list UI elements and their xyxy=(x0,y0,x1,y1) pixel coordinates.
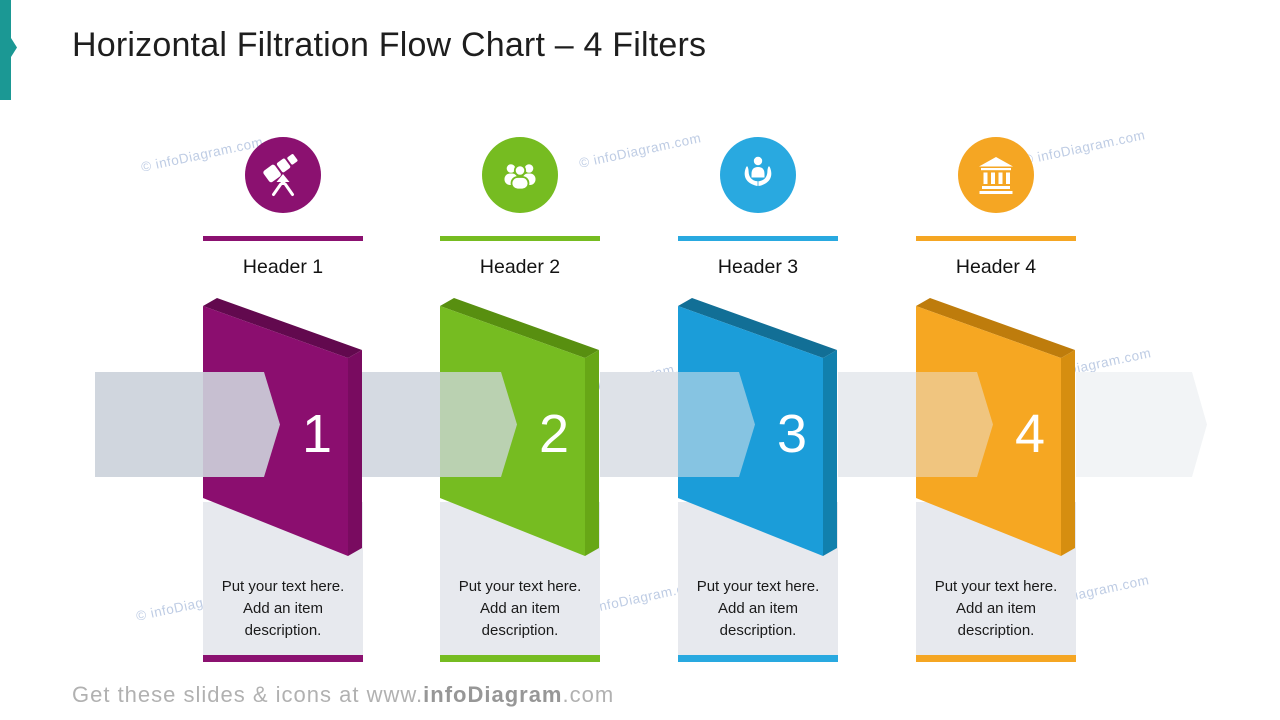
header-underline xyxy=(203,236,363,241)
footer-prefix: Get these slides & icons at www. xyxy=(72,682,424,707)
header-underline xyxy=(440,236,600,241)
filter-graphic: 1 xyxy=(203,137,363,662)
footer-credit: Get these slides & icons at www.infoDiag… xyxy=(72,682,614,708)
card-accent-bar xyxy=(916,655,1076,662)
filter-header: Header 3 xyxy=(717,256,799,278)
filter-column: 2 Header 2 Put your text here. Add an it… xyxy=(440,0,610,720)
care-hands-icon xyxy=(744,156,772,186)
page-title: Horizontal Filtration Flow Chart – 4 Fil… xyxy=(72,26,707,64)
panel-top-face xyxy=(440,298,599,358)
step-description: Put your text here. Add an item descript… xyxy=(934,578,1058,639)
step-description: Put your text here. Add an item descript… xyxy=(221,578,345,639)
panel-top-face xyxy=(678,298,837,358)
flow-band-segment xyxy=(600,372,678,477)
flow-chevron-overlay xyxy=(203,372,280,477)
filter-column: 4 Header 4 Put your text here. Add an it… xyxy=(916,0,1086,720)
panel-side-face xyxy=(1061,350,1075,556)
flow-chevron-overlay xyxy=(440,372,517,477)
card-accent-bar xyxy=(203,655,363,662)
flow-chevron-overlay xyxy=(678,372,755,477)
panel-side-face xyxy=(348,350,362,556)
filter-column: 1 Header 1 Put your text here. Add an it… xyxy=(203,0,373,720)
panel-top-face xyxy=(916,298,1075,358)
icon-circle xyxy=(958,137,1034,213)
footer-brand: infoDiagram xyxy=(423,682,563,707)
step-number: 1 xyxy=(302,404,332,464)
panel-top-face xyxy=(203,298,362,358)
flow-chevron-overlay xyxy=(916,372,993,477)
slide-accent-marker xyxy=(0,0,17,100)
filter-header: Header 1 xyxy=(242,256,324,278)
filter-graphic: 2 xyxy=(440,137,600,662)
filter-column: 3 Header 3 Put your text here. Add an it… xyxy=(678,0,848,720)
filter-graphic: 4 xyxy=(916,137,1076,662)
card-accent-bar xyxy=(440,655,600,662)
step-number: 4 xyxy=(1015,404,1045,464)
step-number: 2 xyxy=(539,404,569,464)
projector-icon xyxy=(263,154,298,196)
accent-arrow-icon xyxy=(11,38,17,57)
accent-bar xyxy=(0,0,11,100)
flow-band-arrowhead xyxy=(1076,372,1207,477)
filter-header: Header 2 xyxy=(479,256,561,278)
bank-icon xyxy=(979,157,1013,194)
step-number: 3 xyxy=(777,404,807,464)
flow-band-segment xyxy=(362,372,440,477)
step-description: Put your text here. Add an item descript… xyxy=(458,578,582,639)
header-underline xyxy=(916,236,1076,241)
panel-side-face xyxy=(823,350,837,556)
card-accent-bar xyxy=(678,655,838,662)
filter-header: Header 4 xyxy=(955,256,1037,278)
footer-suffix: .com xyxy=(562,682,615,707)
panel-side-face xyxy=(585,350,599,556)
flow-band-segment xyxy=(838,372,916,477)
header-underline xyxy=(678,236,838,241)
step-description: Put your text here. Add an item descript… xyxy=(696,578,820,639)
filter-graphic: 3 xyxy=(678,137,838,662)
panel-front-face xyxy=(916,306,1061,556)
flow-band-segment xyxy=(95,372,203,477)
team-icon xyxy=(504,164,536,191)
